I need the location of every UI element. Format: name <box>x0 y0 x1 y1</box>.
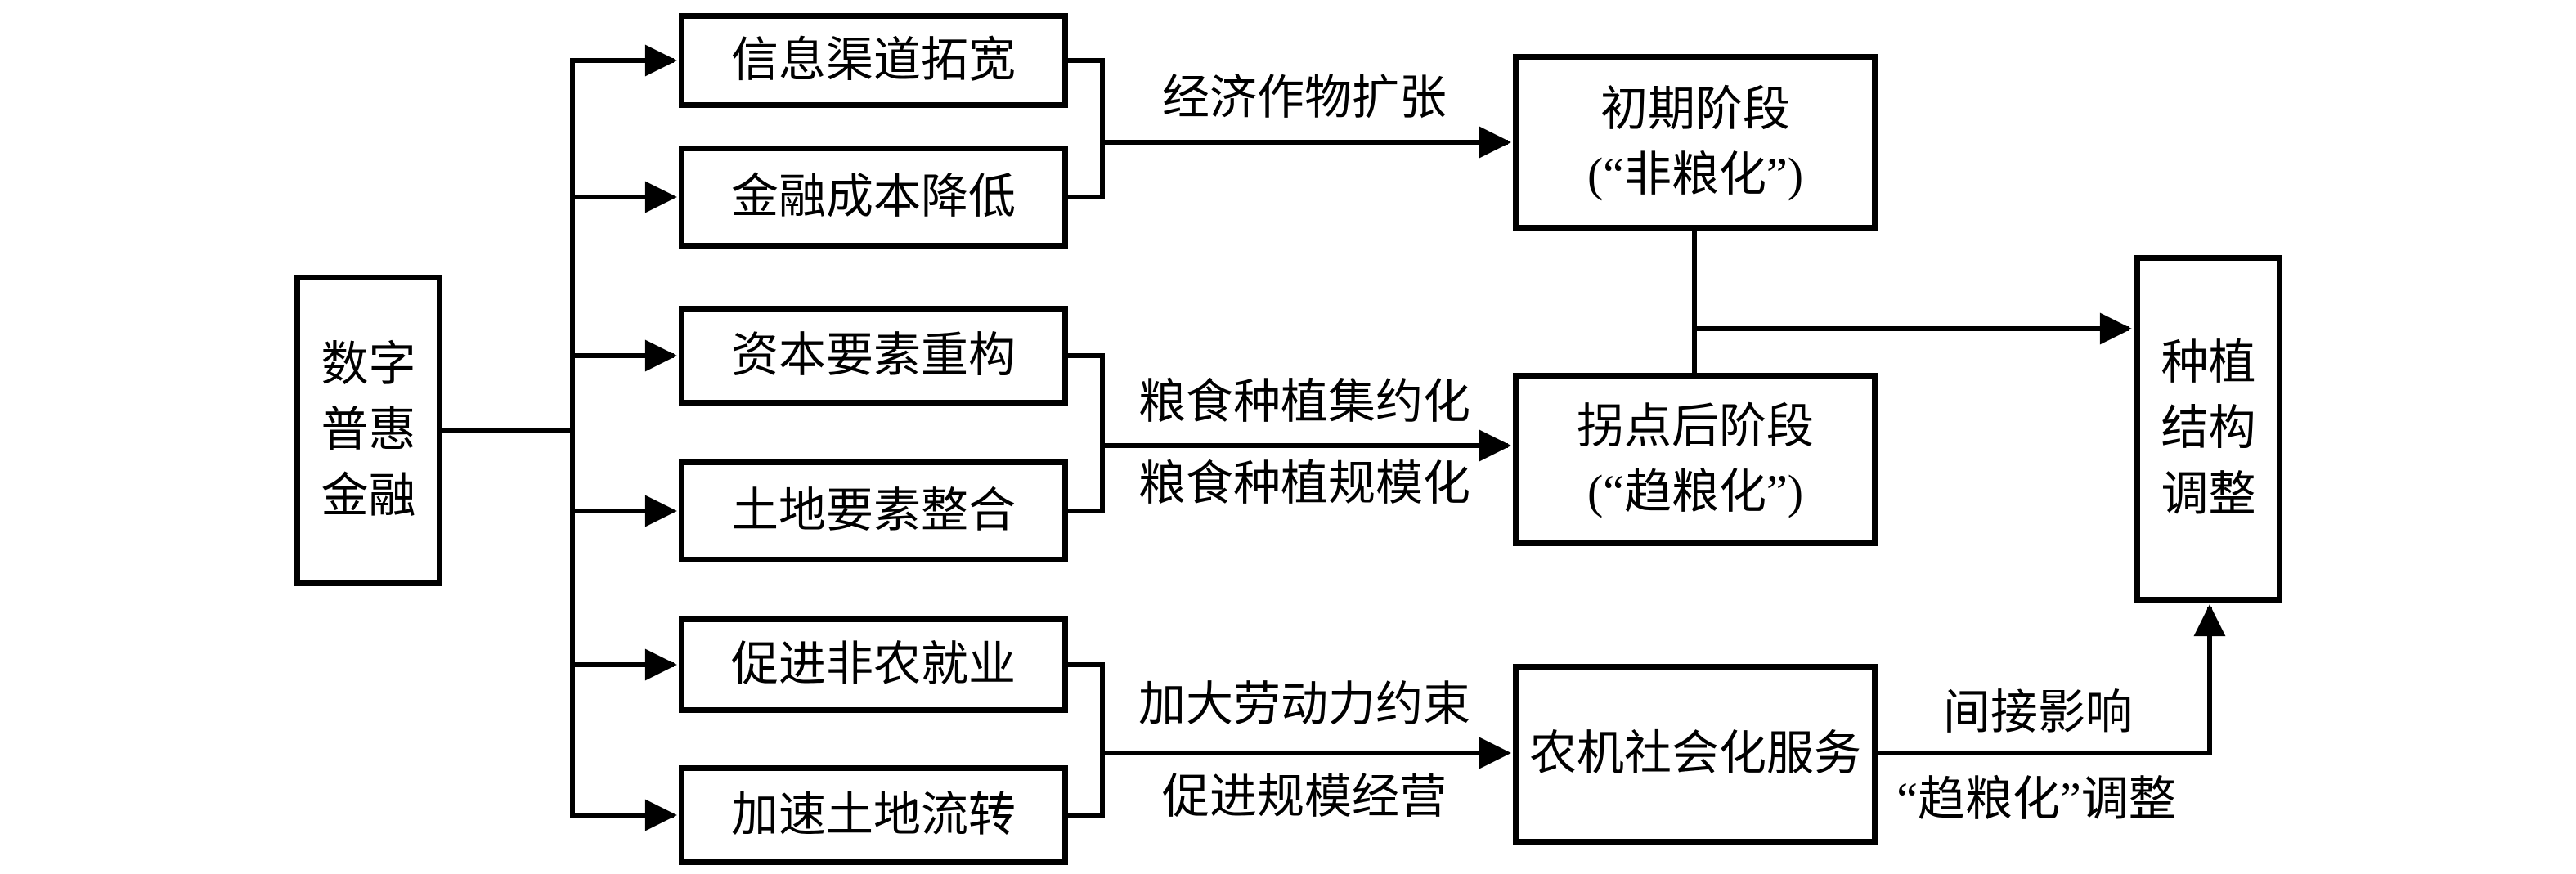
node-text-line: (“趋粮化”) <box>1586 465 1804 518</box>
node-text-line: (“非粮化”) <box>1586 148 1804 201</box>
edge-label-labor-constraint: 加大劳动力约束 <box>1138 678 1470 732</box>
node-planting-structure-adjustment: 种植 结构 调整 <box>2134 255 2282 603</box>
edge-label-grain-trend-adjustment: “趋粮化”调整 <box>1896 773 2176 827</box>
node-text-line: 调整 <box>2161 467 2256 521</box>
node-text-line: 拐点后阶段 <box>1576 399 1814 453</box>
node-text-line: 金融 <box>321 468 416 522</box>
edge-label-scale-operation: 促进规模经营 <box>1161 770 1447 824</box>
node-digital-inclusive-finance: 数字 普惠 金融 <box>294 275 442 586</box>
node-land-factor-integration: 土地要素整合 <box>679 459 1068 562</box>
node-capital-factor-restructuring: 资本要素重构 <box>679 306 1068 406</box>
node-text: 农机社会化服务 <box>1528 727 1861 781</box>
node-text: 加速土地流转 <box>730 787 1016 841</box>
edge-label-grain-intensification: 粮食种植集约化 <box>1138 375 1470 429</box>
node-text-line: 种植 <box>2161 336 2256 390</box>
node-initial-stage-non-grain: 初期阶段 (“非粮化”) <box>1513 54 1878 231</box>
node-text: 资本要素重构 <box>730 328 1016 382</box>
node-text-line: 结构 <box>2161 401 2256 455</box>
node-agricultural-machinery-socialized-service: 农机社会化服务 <box>1513 664 1878 845</box>
node-land-transfer-acceleration: 加速土地流转 <box>679 765 1068 865</box>
edge-label-indirect-effect: 间接影响 <box>1942 686 2133 740</box>
node-text-line: 初期阶段 <box>1600 82 1790 136</box>
node-text-line: 普惠 <box>321 403 416 457</box>
node-information-channel-broadening: 信息渠道拓宽 <box>679 13 1068 108</box>
node-text: 土地要素整合 <box>730 483 1016 537</box>
node-text-line: 数字 <box>321 338 416 392</box>
node-financial-cost-reduction: 金融成本降低 <box>679 146 1068 249</box>
edge-label-grain-scaling: 粮食种植规模化 <box>1138 457 1470 511</box>
node-post-inflection-stage-grain-trend: 拐点后阶段 (“趋粮化”) <box>1513 373 1878 546</box>
node-text: 金融成本降低 <box>730 169 1016 223</box>
node-text: 信息渠道拓宽 <box>730 33 1016 87</box>
edge-label-cash-crop-expansion: 经济作物扩张 <box>1161 71 1447 125</box>
node-text: 促进非农就业 <box>730 637 1016 691</box>
node-nonfarm-employment-promotion: 促进非农就业 <box>679 616 1068 713</box>
